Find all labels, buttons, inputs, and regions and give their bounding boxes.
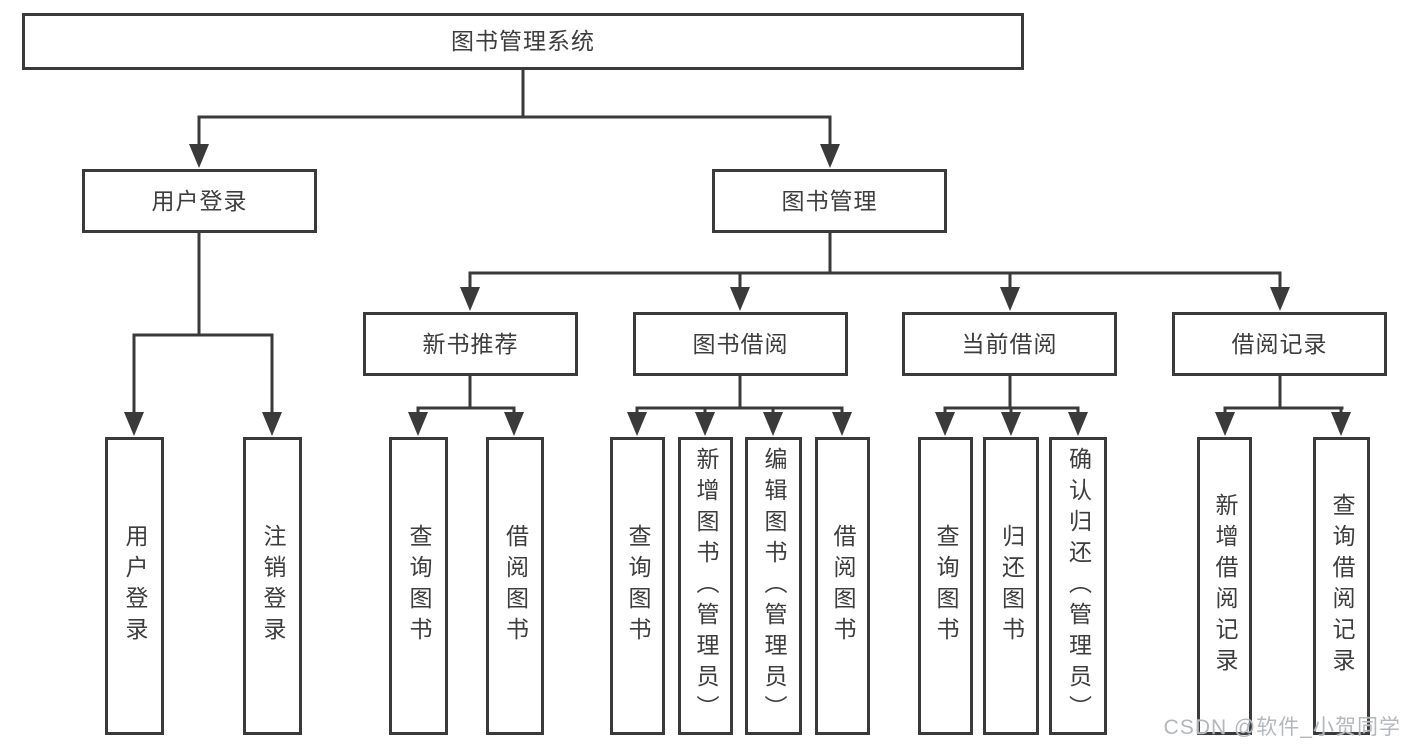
node-new-book-recommendation: 新书推荐 [363, 312, 578, 376]
leaf-add-books-admin: 新增图书（管理员） [678, 437, 733, 735]
leaf-edit-books-admin: 编辑图书（管理员） [745, 437, 802, 735]
leaf-query-books: 查询图书 [918, 437, 973, 735]
leaf-label: 注销登录 [260, 524, 286, 648]
node-label: 图书管理系统 [451, 28, 595, 54]
leaf-label: 归还图书 [998, 524, 1025, 648]
leaf-label: 查询图书 [933, 524, 959, 648]
node-book-borrowing: 图书借阅 [633, 312, 848, 376]
leaf-borrow-books: 借阅图书 [486, 437, 544, 735]
node-current-borrowing: 当前借阅 [902, 312, 1117, 376]
leaf-add-borrow-record: 新增借阅记录 [1197, 437, 1252, 735]
csdn-watermark: CSDN @软件_小贺同学 [1163, 716, 1401, 739]
leaf-label: 查询图书 [406, 524, 432, 648]
leaf-user-login: 用户登录 [105, 437, 164, 735]
node-label: 借阅记录 [1231, 330, 1328, 357]
leaf-query-borrow-record: 查询借阅记录 [1313, 437, 1370, 735]
leaf-logout-login: 注销登录 [243, 437, 302, 735]
node-label: 新书推荐 [422, 330, 519, 357]
leaf-label: 借阅图书 [502, 524, 529, 648]
leaf-query-books: 查询图书 [610, 437, 665, 735]
leaf-confirm-return-admin: 确认归还（管理员） [1049, 437, 1107, 735]
leaf-label: 编辑图书（管理员） [761, 446, 787, 726]
leaf-query-books: 查询图书 [389, 437, 448, 735]
node-user-login: 用户登录 [82, 169, 317, 233]
leaf-label: 查询借阅记录 [1329, 493, 1355, 679]
node-library-management-system: 图书管理系统 [22, 13, 1024, 70]
leaf-label: 用户登录 [122, 524, 148, 648]
leaf-label: 确认归还（管理员） [1065, 446, 1092, 726]
node-label: 图书借阅 [692, 330, 789, 357]
node-label: 用户登录 [151, 187, 248, 214]
leaf-label: 查询图书 [625, 524, 651, 648]
leaf-borrow-books: 借阅图书 [815, 437, 870, 735]
leaf-label: 新增借阅记录 [1212, 493, 1238, 679]
leaf-return-books: 归还图书 [983, 437, 1039, 735]
leaf-label: 借阅图书 [830, 524, 856, 648]
node-label: 当前借阅 [961, 330, 1058, 357]
leaf-label: 新增图书（管理员） [693, 446, 719, 726]
node-label: 图书管理 [781, 187, 878, 214]
arrowhead-icons [124, 144, 1351, 436]
node-book-management: 图书管理 [712, 169, 947, 233]
node-borrowing-records: 借阅记录 [1172, 312, 1387, 376]
